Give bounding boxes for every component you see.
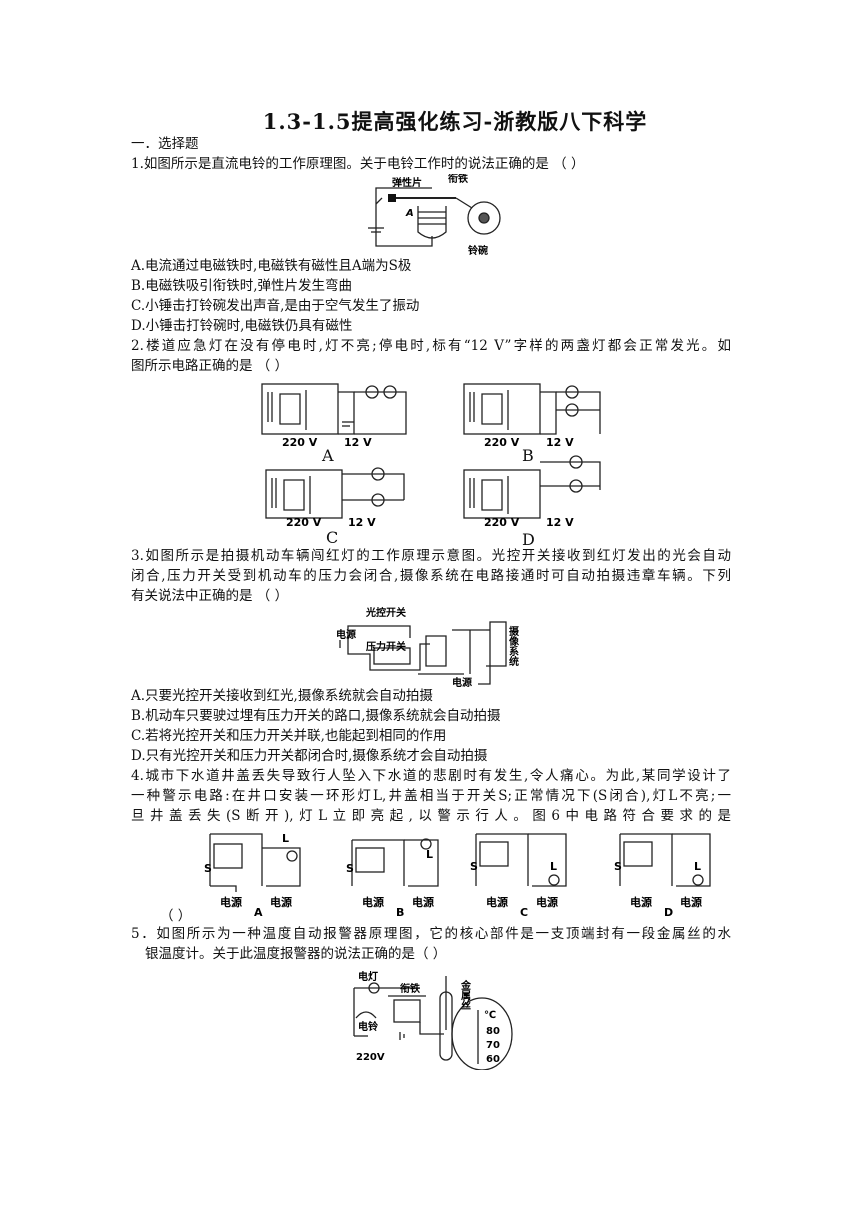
q4-figure-d: S L 电源 电源 D	[610, 826, 726, 916]
q5-label-wire: 金属丝	[459, 979, 472, 1010]
q4-b-s: S	[346, 862, 354, 875]
q2-stem-line1: 2.楼道应急灯在没有停电时,灯不亮;停电时,标有“12 V”字样的两盏灯都会正常…	[131, 338, 731, 354]
red-light-camera-diagram: 光控开关 电源 压力开关 电源 摄像系统	[336, 606, 520, 688]
q5-tick-70: 70	[486, 1040, 500, 1051]
q1-option-c: C.小锤击打铃碗发出声音,是由于空气发生了振动	[131, 298, 420, 314]
q4-stem-line3: 旦井盖丢失(S断开),灯L立即亮起,以警示行人。图6中电路符合要求的是	[131, 808, 731, 824]
q2-label-c: C	[326, 528, 339, 547]
q2-circuit-c: 220 V 12 V	[265, 467, 405, 529]
electric-bell-diagram: 弹性片 衔铁 A 铃碗	[368, 174, 501, 257]
q5-tick-60: 60	[486, 1054, 500, 1065]
q4-stem-line2: 一种警示电路:在井口安装一环形灯L,井盖相当于开关S;正常情况下(S闭合),灯L…	[131, 788, 731, 804]
q2-figure-c: 220 V 12 V	[262, 460, 412, 540]
q1-figure: 弹性片 衔铁 A 铃碗	[360, 174, 510, 258]
q1-label-armature: 衔铁	[448, 174, 468, 185]
section-heading: 一．选择题	[131, 136, 199, 152]
q2-d-220v: 220 V	[484, 516, 520, 529]
q4-circuit-b: S L 电源 电源 B	[346, 838, 439, 916]
q4-c-label: C	[520, 906, 528, 916]
q1-label-a: A	[405, 208, 414, 219]
q5-stem-line1: 5．如图所示为一种温度自动报警器原理图，它的核心部件是一支顶端封有一段金属丝的水	[131, 926, 731, 942]
q4-a-power1: 电源	[220, 895, 242, 909]
q4-d-s: S	[614, 860, 622, 873]
q4-d-power2: 电源	[680, 895, 702, 909]
q4-figure-b: S L 电源 电源 B	[342, 826, 458, 916]
q3-stem-line1: 3.如图所示是拍摄机动车辆闯红灯的工作原理示意图。光控开关接收到红灯发出的光会自…	[131, 548, 731, 564]
q3-option-c: C.若将光控开关和压力开关并联,也能起到相同的作用	[131, 728, 447, 744]
q3-stem-line3: 有关说法中正确的是 （ ）	[131, 588, 289, 604]
q4-b-label: B	[396, 906, 404, 916]
q2-d-12v: 12 V	[546, 516, 574, 529]
q4-d-l: L	[694, 860, 701, 873]
q4-c-s: S	[470, 860, 478, 873]
temperature-alarm-diagram: 电灯 衔铁 电铃 220V 金属丝 ℃ 80 70 60	[353, 970, 513, 1070]
q2-label-d: D	[522, 530, 535, 549]
page-title: 1.3-1.5提高强化练习-浙教版八下科学	[262, 109, 648, 134]
q4-c-l: L	[550, 860, 557, 873]
q5-label-armature: 衔铁	[400, 982, 420, 995]
q4-figure-a: S L 电源 电源 A	[200, 826, 316, 916]
q3-option-b: B.机动车只要驶过埋有压力开关的路口,摄像系统就会自动拍摄	[131, 708, 501, 724]
q3-stem-line2: 闭合,压力开关受到机动车的压力会闭合,摄像系统在电路接通时可自动拍摄违章车辆。下…	[131, 568, 731, 584]
q4-stem-line1: 4.城市下水道井盖丢失导致行人坠入下水道的悲剧时有发生,令人痛心。为此,某同学设…	[131, 768, 731, 784]
q2-circuit-d: 220 V 12 V	[463, 455, 601, 529]
q2-c-220v: 220 V	[286, 516, 322, 529]
q3-label-camera: 摄像系统	[507, 625, 520, 667]
q5-figure: 电灯 衔铁 电铃 220V 金属丝 ℃ 80 70 60	[340, 970, 520, 1070]
q2-stem-line2: 图所示电路正确的是 （ ）	[131, 358, 289, 374]
q5-label-unit: ℃	[484, 1010, 496, 1021]
q4-c-power2: 电源	[536, 895, 558, 909]
q2-label-a: A	[322, 446, 334, 465]
q2-figure-b: 220 V 12 V	[460, 372, 610, 458]
q4-figure-c: S L 电源 电源 C	[466, 826, 582, 916]
q5-label-220v: 220V	[356, 1052, 385, 1063]
q4-circuit-d: S L 电源 电源 D	[614, 833, 711, 916]
q4-circuit-c: S L 电源 电源 C	[470, 833, 567, 916]
q3-option-a: A.只要光控开关接收到红光,摄像系统就会自动拍摄	[131, 688, 433, 704]
q3-label-power2: 电源	[452, 676, 472, 688]
q1-option-d: D.小锤击打铃碗时,电磁铁仍具有磁性	[131, 318, 353, 334]
q2-a-12v: 12 V	[344, 436, 372, 449]
q2-c-12v: 12 V	[348, 516, 376, 529]
q3-option-d: D.只有光控开关和压力开关都闭合时,摄像系统才会自动拍摄	[131, 748, 488, 764]
q3-label-power1: 电源	[336, 628, 356, 641]
q5-tick-80: 80	[486, 1026, 500, 1037]
q3-label-pressure-switch: 压力开关	[366, 640, 406, 653]
q4-a-l: L	[282, 832, 289, 845]
q1-stem: 1.如图所示是直流电铃的工作原理图。关于电铃工作时的说法正确的是 （ ）	[131, 156, 585, 172]
q4-b-power2: 电源	[412, 895, 434, 909]
q4-a-power2: 电源	[270, 895, 292, 909]
q4-d-power1: 电源	[630, 895, 652, 909]
q4-c-power1: 电源	[486, 895, 508, 909]
q4-b-l: L	[426, 848, 433, 861]
q2-b-220v: 220 V	[484, 436, 520, 449]
q1-label-bowl: 铃碗	[468, 244, 488, 257]
q4-b-power1: 电源	[362, 895, 384, 909]
q2-circuit-b: 220 V 12 V	[463, 383, 601, 449]
q2-label-b: B	[522, 446, 534, 465]
q1-label-spring: 弹性片	[392, 176, 422, 189]
q2-figure-d: 220 V 12 V	[460, 452, 610, 540]
q4-answer-paren: （ ）	[160, 908, 192, 924]
q4-a-s: S	[204, 862, 212, 875]
q1-option-b: B.电磁铁吸引衔铁时,弹性片发生弯曲	[131, 278, 353, 294]
q4-a-label: A	[254, 906, 263, 916]
q2-b-12v: 12 V	[546, 436, 574, 449]
q1-option-a: A.电流通过电磁铁时,电磁铁有磁性且A端为S极	[131, 258, 412, 274]
q5-stem-line2: 银温度计。关于此温度报警器的说法正确的是（ ）	[145, 946, 447, 962]
q3-figure: 光控开关 电源 压力开关 电源 摄像系统	[330, 604, 530, 688]
q5-label-bell: 电铃	[358, 1020, 379, 1033]
q2-a-220v: 220 V	[282, 436, 318, 449]
q4-d-label: D	[664, 906, 673, 916]
q4-circuit-a: S L 电源 电源 A	[204, 832, 301, 916]
q3-label-light-switch: 光控开关	[365, 606, 406, 619]
q5-label-lamp: 电灯	[358, 970, 378, 983]
q2-figure-a: 220 V 12 V	[258, 372, 408, 458]
q2-circuit-a: 220 V 12 V	[261, 383, 407, 449]
